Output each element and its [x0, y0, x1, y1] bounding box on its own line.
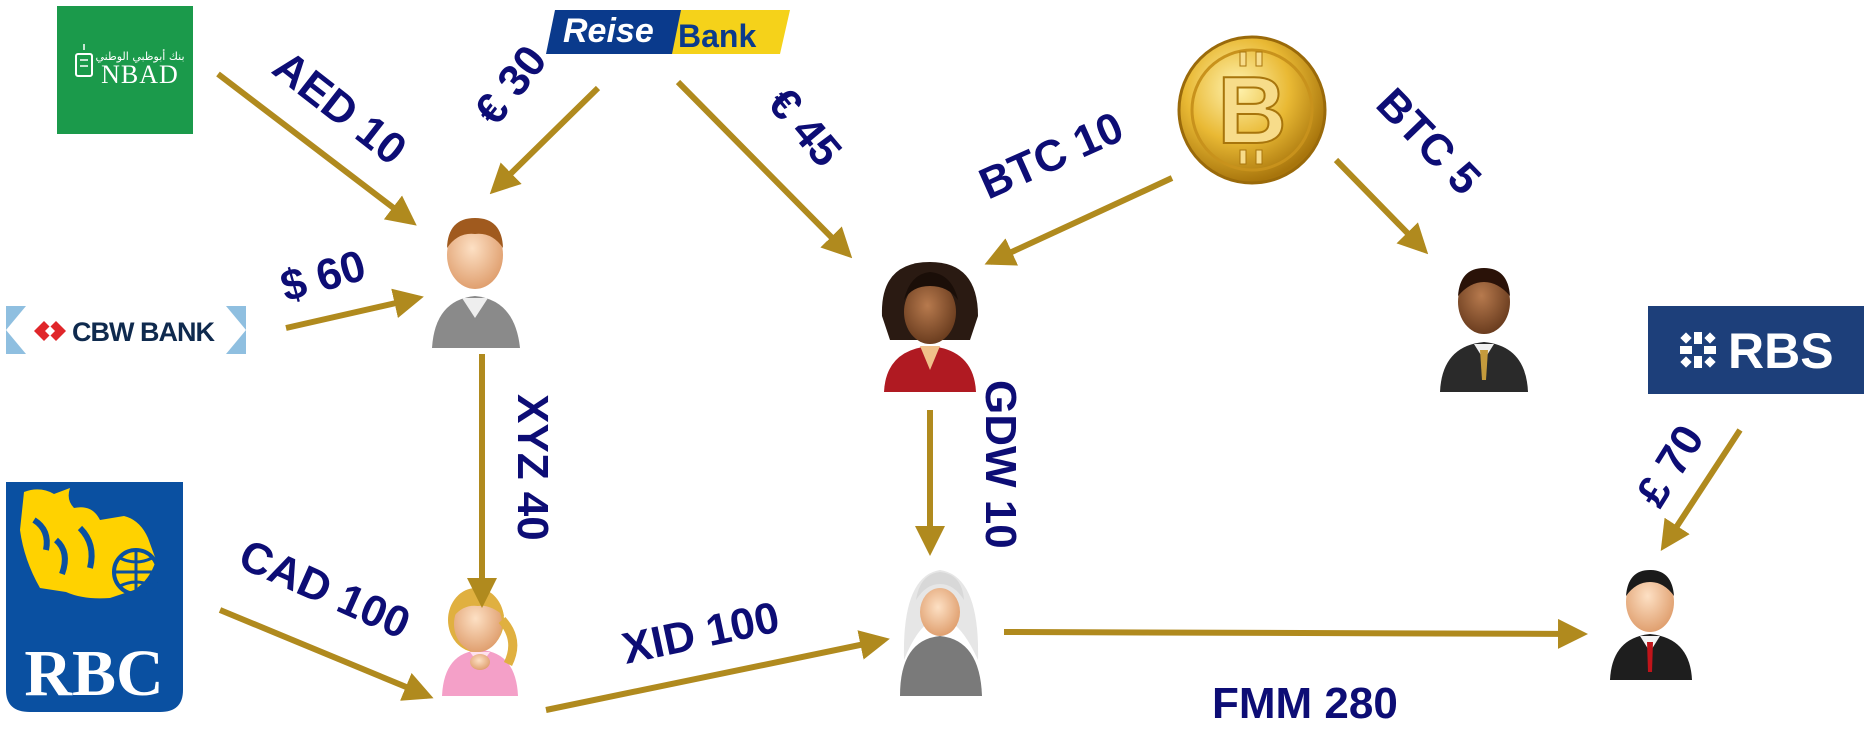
- arrow-nbad-to-man: [216, 71, 417, 226]
- label-btc-10: BTC 10: [972, 103, 1130, 209]
- rbc-lion-logo: RBC: [6, 482, 183, 712]
- label-xid-100: XID 100: [618, 593, 784, 674]
- transfer-arrows: [216, 71, 1743, 713]
- bitcoin-symbol: B: [1217, 57, 1286, 164]
- label-usd-60: $ 60: [275, 241, 371, 312]
- rbs-logo: RBS: [1648, 306, 1864, 394]
- rbc-logo-text: RBC: [24, 637, 163, 710]
- bitcoin-coin: B: [1177, 35, 1327, 185]
- businessman-avatar-icon: [432, 218, 520, 348]
- rbs-logo-text: RBS: [1728, 323, 1834, 379]
- label-cad-100: CAD 100: [232, 530, 417, 648]
- arrow-rbs-to-man-black: [1660, 428, 1743, 552]
- arrow-reisebank-to-man: [489, 85, 601, 195]
- label-gbp-70: £ 70: [1627, 417, 1714, 516]
- label-eur-30: € 30: [465, 37, 556, 135]
- arrow-girl-to-hijab: [545, 630, 890, 713]
- label-btc-5: BTC 5: [1367, 79, 1491, 204]
- arrow-rbc-to-girl: [218, 607, 434, 701]
- nbad-logo-text: NBAD: [101, 60, 179, 89]
- arrow-reisebank-to-woman: [675, 79, 853, 259]
- label-aed-10: AED 10: [264, 41, 416, 174]
- arrow-bitcoin-to-man-brown: [1333, 157, 1429, 255]
- reisebank-logo-bank: Bank: [678, 18, 756, 54]
- reisebank-logo-reise: Reise: [563, 12, 654, 50]
- arrow-hijab-to-man-black: [1003, 618, 1588, 649]
- nbad-logo: بنك أبوظبي الوطني NBAD: [57, 6, 193, 134]
- businessman-avatar-icon: [1610, 570, 1692, 680]
- cbw-logo: CBW BANK: [6, 306, 246, 354]
- reisebank-logo: Reise Bank: [546, 10, 790, 54]
- label-eur-45: € 45: [758, 79, 851, 176]
- arrow-cbw-to-man: [285, 288, 424, 331]
- svg-text:بنك أبوظبي الوطني: بنك أبوظبي الوطني: [95, 49, 184, 63]
- label-xyz-40: XYZ 40: [508, 394, 557, 541]
- girl-avatar-icon: [442, 588, 518, 696]
- businessman-avatar-icon: [1440, 268, 1528, 392]
- businesswoman-avatar-icon: [881, 262, 978, 392]
- cbw-logo-text: CBW BANK: [72, 317, 215, 347]
- label-gdw-10: GDW 10: [976, 380, 1025, 549]
- hijab-woman-avatar-icon: [900, 570, 982, 696]
- label-fmm-280: FMM 280: [1212, 679, 1398, 728]
- arrow-bitcoin-to-woman: [984, 175, 1174, 266]
